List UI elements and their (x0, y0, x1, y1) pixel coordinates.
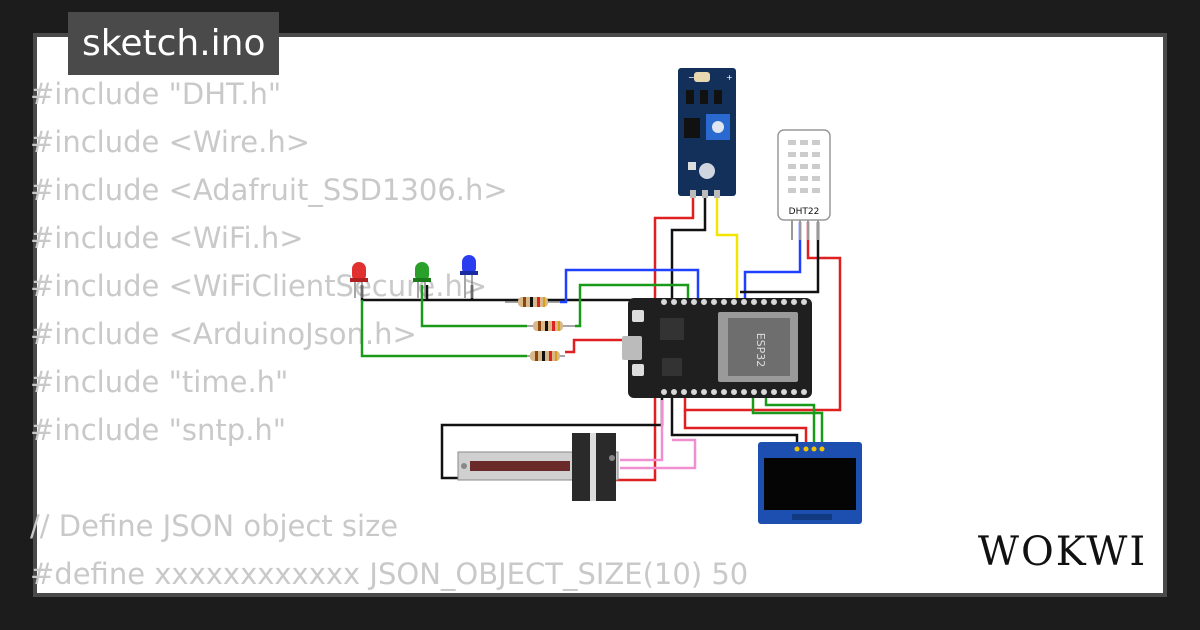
led-blue[interactable] (460, 255, 478, 298)
wire-green[interactable] (751, 392, 824, 446)
resistor[interactable] (527, 321, 575, 331)
code-preview: #include "DHT.h" #include <Wire.h> #incl… (30, 70, 748, 598)
code-line: #include <Wire.h> (30, 125, 311, 159)
code-line: #include <WiFi.h> (30, 221, 304, 255)
slide-potentiometer[interactable] (457, 433, 619, 501)
wokwi-logo: WOKWI (975, 528, 1150, 576)
wire-pink[interactable] (620, 400, 664, 462)
diagram-canvas[interactable] (33, 33, 1167, 597)
code-line: #include "sntp.h" (30, 413, 287, 447)
svg-text:+: + (726, 73, 733, 82)
wire-blue[interactable] (743, 222, 802, 300)
resistor[interactable] (505, 297, 560, 307)
dht22-label: DHT22 (789, 207, 820, 217)
svg-text:−: − (688, 73, 695, 82)
code-line: #include "DHT.h" (30, 77, 282, 111)
wire-green[interactable] (764, 392, 816, 446)
wire-blue[interactable] (560, 268, 700, 304)
code-line: #include <Adafruit_SSD1306.h> (30, 173, 508, 207)
wire-green[interactable] (575, 283, 690, 328)
wire-red[interactable] (683, 410, 808, 446)
code-line: // Define JSON object size (30, 509, 399, 543)
file-tab[interactable]: sketch.ino (68, 12, 280, 75)
code-line: #include <WiFiClientSecure.h> (30, 269, 488, 303)
wire-black[interactable] (670, 195, 707, 298)
led-red[interactable] (350, 262, 368, 298)
dht22-sensor[interactable]: DHT22 (777, 129, 831, 240)
code-line: #include "time.h" (30, 365, 289, 399)
esp32-label: ESP32 (754, 333, 767, 368)
wire-red[interactable] (683, 222, 842, 412)
code-line: #define xxxxxxxxxxxx JSON_OBJECT_SIZE(10… (30, 557, 749, 591)
wire-black[interactable] (740, 222, 820, 294)
esp32-board[interactable]: ESP32 (622, 298, 812, 398)
resistor[interactable] (527, 351, 565, 361)
wire-yellow[interactable] (715, 195, 739, 300)
wire-red[interactable] (600, 195, 695, 482)
wire-pink[interactable] (620, 438, 697, 470)
wire-black[interactable] (670, 392, 799, 446)
led-green[interactable] (413, 262, 431, 298)
photoresistor-module[interactable]: − + (678, 68, 736, 198)
code-line: #include <ArduinoJson.h> (30, 317, 417, 351)
wire-green[interactable] (420, 285, 527, 328)
oled-display[interactable] (758, 442, 862, 524)
wire-green[interactable] (360, 300, 527, 358)
